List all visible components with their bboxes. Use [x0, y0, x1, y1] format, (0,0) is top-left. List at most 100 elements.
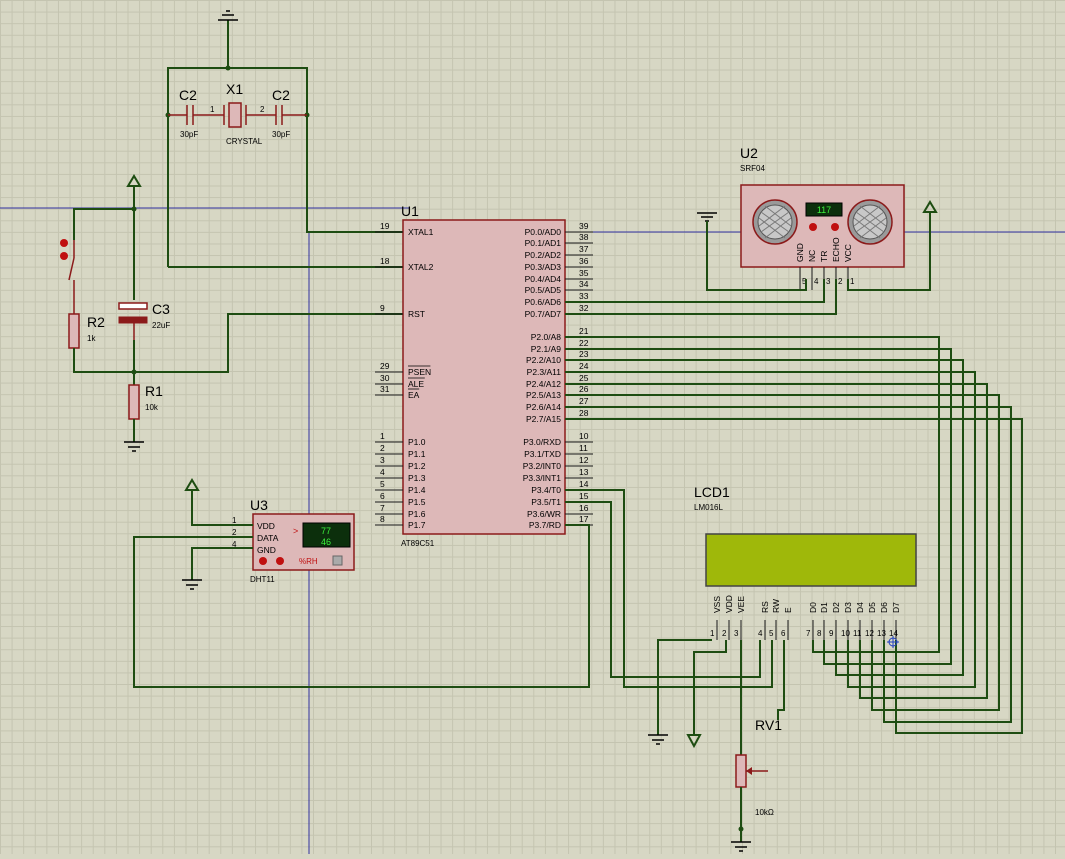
- pin-number: 4: [380, 467, 385, 477]
- u2-part: SRF04: [740, 164, 765, 173]
- pin-number: 39: [579, 221, 589, 231]
- pin-number: 3: [826, 277, 831, 286]
- pin-label: D6: [879, 602, 889, 613]
- pin-label: ECHO: [831, 237, 841, 262]
- pin-label: P0.5/AD5: [525, 285, 562, 295]
- pin-number: 16: [579, 503, 589, 513]
- u2-wiring: [565, 200, 938, 315]
- pin-number: 10: [841, 629, 850, 638]
- capacitor-c3[interactable]: C3 22uF: [118, 301, 170, 340]
- u1-pin-p1-3[interactable]: 4P1.3: [375, 467, 426, 483]
- pin-label: P2.6/A14: [526, 402, 561, 412]
- pin-label: P3.0/RXD: [523, 437, 561, 447]
- u1-pin-p1-7[interactable]: 8P1.7: [375, 514, 426, 530]
- c2-right-value: 30pF: [272, 130, 290, 139]
- potentiometer-rv1[interactable]: RV1 10kΩ: [731, 717, 782, 852]
- u1-pin-p1-4[interactable]: 5P1.4: [375, 479, 426, 495]
- pin-label: P0.1/AD1: [525, 238, 562, 248]
- pin-number: 6: [380, 491, 385, 501]
- u3-pin-vdd: VDD: [257, 521, 275, 531]
- pin-number: 12: [579, 455, 589, 465]
- capacitor-c2-right[interactable]: C2 30pF: [272, 87, 307, 139]
- crystal-circuit: C2 30pF X1 CRYSTAL 1 2 C2 30pF: [165, 10, 403, 268]
- lcd-pin-rw[interactable]: RW5: [769, 599, 781, 640]
- pin-label: P2.1/A9: [531, 344, 562, 354]
- u3-wiring: [133, 478, 590, 688]
- pin-number: 27: [579, 396, 589, 406]
- pin-number: 3: [380, 455, 385, 465]
- pin-number: 9: [380, 303, 385, 313]
- pin-label: P2.2/A10: [526, 355, 561, 365]
- pin-label: P2.7/A15: [526, 414, 561, 424]
- lcd1-part: LM016L: [694, 503, 723, 512]
- capacitor-c2-left[interactable]: C2 30pF: [168, 87, 224, 139]
- pin-label: RS: [760, 601, 770, 613]
- u2-pin-nc[interactable]: NC4: [807, 250, 819, 290]
- c3-ref: C3: [152, 301, 170, 317]
- pin-label: P0.2/AD2: [525, 250, 562, 260]
- pin-label: P3.7/RD: [529, 520, 561, 530]
- resistor-r2[interactable]: R2 1k: [68, 292, 105, 349]
- u1-pin-p1-0[interactable]: 1P1.0: [375, 431, 426, 447]
- pin-number: 36: [579, 256, 589, 266]
- mcu-u1[interactable]: U1 AT89C51 19XTAL118XTAL29RST29PSEN30ALE…: [375, 203, 593, 548]
- pin-number: 8: [817, 629, 822, 638]
- lcd-pin-e[interactable]: E6: [781, 607, 793, 640]
- pin-number: 26: [579, 384, 589, 394]
- humidity-sensor-u3[interactable]: U3 DHT11 VDD DATA GND > 77 46 %RH 1 2 4: [232, 497, 355, 584]
- pin-number: 7: [380, 503, 385, 513]
- rv1-ref: RV1: [755, 717, 782, 733]
- crystal-x1[interactable]: X1 CRYSTAL 1 2: [210, 81, 276, 146]
- probe-marker-icon: [887, 636, 899, 648]
- pin-number: 33: [579, 291, 589, 301]
- pin-number: 1: [710, 629, 715, 638]
- resistor-r1[interactable]: R1 10k: [128, 383, 163, 420]
- u1-pin-p1-6[interactable]: 7P1.6: [375, 503, 426, 519]
- lcd-pin-d2[interactable]: D29: [829, 602, 841, 640]
- lcd-pin-d1[interactable]: D1 8: [817, 602, 829, 640]
- lcd-screen: [705, 533, 917, 587]
- u1-pin-p1-2[interactable]: 3P1.2: [375, 455, 426, 471]
- u1-pin-p1-5[interactable]: 6P1.5: [375, 491, 426, 507]
- u3-pin1-num: 1: [232, 516, 237, 525]
- x1-pin1: 1: [210, 105, 215, 114]
- pin-label: D1: [819, 602, 829, 613]
- pin-number: 11: [579, 443, 588, 453]
- lcd1-ref: LCD1: [694, 484, 730, 500]
- u1-pin-p1-1[interactable]: 2P1.1: [375, 443, 426, 459]
- reset-button[interactable]: [60, 239, 75, 292]
- u2-ref: U2: [740, 145, 758, 161]
- lcd-pin-d0[interactable]: D07: [806, 602, 818, 640]
- lcd-pin-rs[interactable]: RS4: [758, 601, 770, 640]
